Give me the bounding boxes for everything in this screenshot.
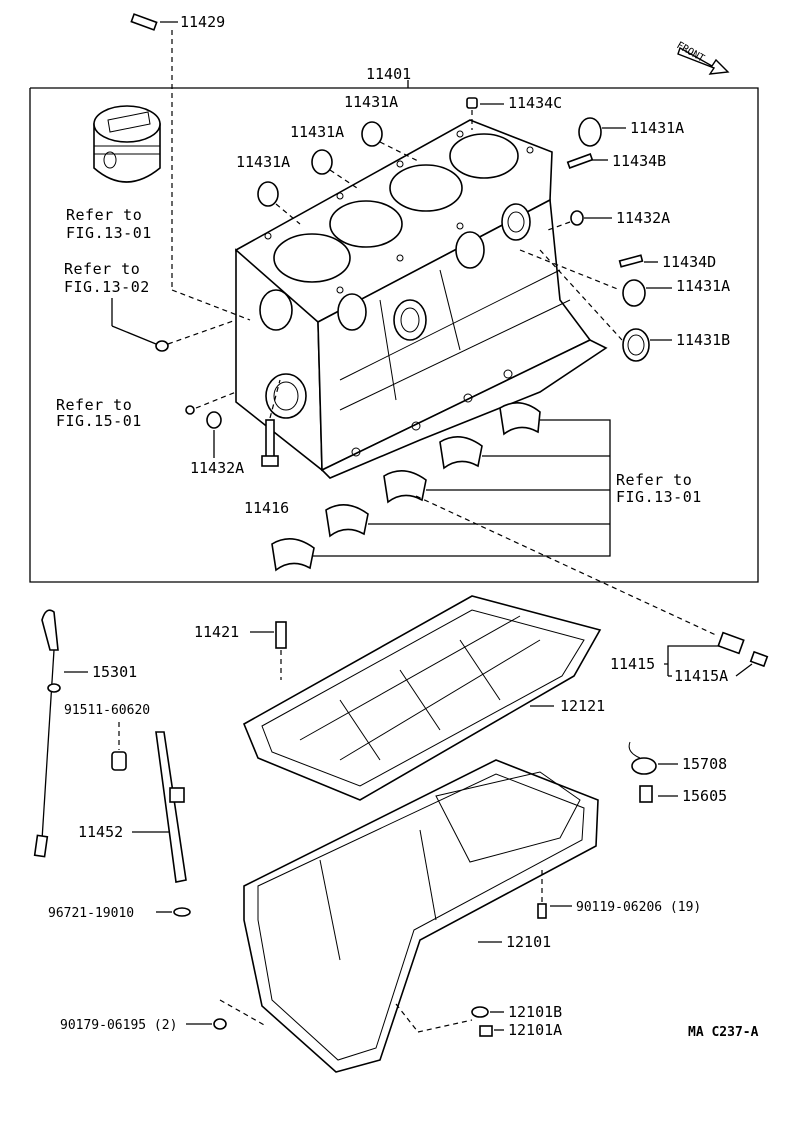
label-96721: 96721-19010 — [48, 906, 134, 921]
label-11434D: 11434D — [662, 253, 716, 271]
label-90119: 90119-06206 (19) — [576, 900, 701, 915]
label-11434C: 11434C — [508, 94, 562, 112]
refer-note-2b: FIG.13-02 — [64, 278, 150, 296]
label-11421: 11421 — [194, 623, 239, 641]
refer-note-4b: FIG.13-01 — [616, 488, 702, 506]
label-11415A: 11415A — [674, 667, 728, 685]
label-11432A-right: 11432A — [616, 209, 670, 227]
cylinder-block — [235, 119, 608, 479]
refer-note-2a: Refer to — [64, 260, 140, 278]
label-90179: 90179-06195 (2) — [60, 1018, 177, 1033]
block-frame — [29, 87, 759, 583]
guide-11452 — [155, 731, 187, 883]
label-11431A-5: 11431A — [676, 277, 730, 295]
main-bearings — [271, 402, 541, 572]
label-15301: 15301 — [92, 663, 137, 681]
label-91511: 91511-60620 — [64, 703, 150, 718]
core-plugs — [257, 117, 650, 362]
refer-note-1b: FIG.13-01 — [66, 224, 152, 242]
label-11431A-1: 11431A — [344, 93, 398, 111]
refer-note-3b: FIG.15-01 — [56, 412, 142, 430]
label-12121: 12121 — [560, 697, 605, 715]
refer-note-1a: Refer to — [66, 206, 142, 224]
label-11415: 11415 — [610, 655, 655, 673]
label-15605: 15605 — [682, 787, 727, 805]
dipstick-15301 — [33, 609, 61, 858]
bolt-11416 — [261, 419, 279, 467]
label-15708: 15708 — [682, 755, 727, 773]
label-12101: 12101 — [506, 933, 551, 951]
oil-pressure-switch — [717, 631, 769, 668]
label-11429: 11429 — [180, 13, 225, 31]
front-arrow-icon: FRONT — [675, 40, 730, 75]
label-11452: 11452 — [78, 823, 123, 841]
oil-level-sensor — [628, 741, 657, 803]
label-11401: 11401 — [366, 65, 411, 83]
oil-baffle-12121 — [242, 595, 602, 801]
label-11434B: 11434B — [612, 152, 666, 170]
oil-pan-12101 — [243, 759, 599, 1073]
refer-note-4a: Refer to — [616, 471, 692, 489]
diagram-code: MA C237-A — [688, 1025, 759, 1040]
label-11431B: 11431B — [676, 331, 730, 349]
label-12101B: 12101B — [508, 1003, 562, 1021]
stud-11429 — [130, 13, 158, 31]
label-11431A-3: 11431A — [630, 119, 684, 137]
label-12101A: 12101A — [508, 1021, 562, 1039]
label-11431A-2: 11431A — [290, 123, 344, 141]
label-11432A-left: 11432A — [190, 459, 244, 477]
refer-note-3a: Refer to — [56, 396, 132, 414]
piston — [93, 105, 161, 183]
label-11416: 11416 — [244, 499, 289, 517]
label-11431A-4: 11431A — [236, 153, 290, 171]
